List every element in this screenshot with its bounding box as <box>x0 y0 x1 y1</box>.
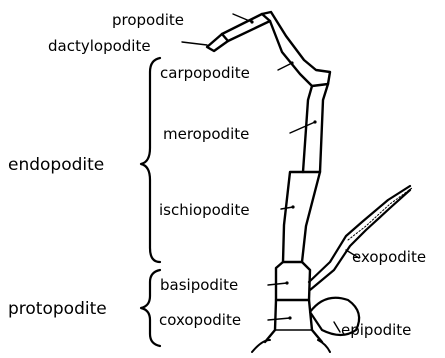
label-dactylopodite: dactylopodite <box>48 37 151 55</box>
exopodite-segment <box>309 186 410 290</box>
basipodite-segment <box>276 262 310 300</box>
label-endopodite: endopodite <box>8 155 104 175</box>
label-carpopodite: carpopodite <box>160 64 250 82</box>
label-epipodite: epipodite <box>341 321 411 339</box>
limb-drawing <box>207 12 412 352</box>
dactylopodite-segment <box>207 34 228 51</box>
label-exopodite: exopodite <box>352 248 426 266</box>
label-coxopodite: coxopodite <box>159 311 241 329</box>
label-basipodite: basipodite <box>160 276 238 294</box>
label-propodite: propodite <box>112 11 184 29</box>
carpopodite-segment <box>262 12 330 86</box>
ischiopodite-segment <box>283 172 320 262</box>
meropodite-segment <box>303 84 328 172</box>
endopodite-brace <box>141 58 160 262</box>
propodite-segment <box>222 14 270 41</box>
label-meropodite: meropodite <box>163 125 249 143</box>
label-ischiopodite: ischiopodite <box>159 201 250 219</box>
label-protopodite: protopodite <box>8 299 107 319</box>
protopodite-brace <box>141 270 160 346</box>
leader-dots <box>250 20 316 319</box>
